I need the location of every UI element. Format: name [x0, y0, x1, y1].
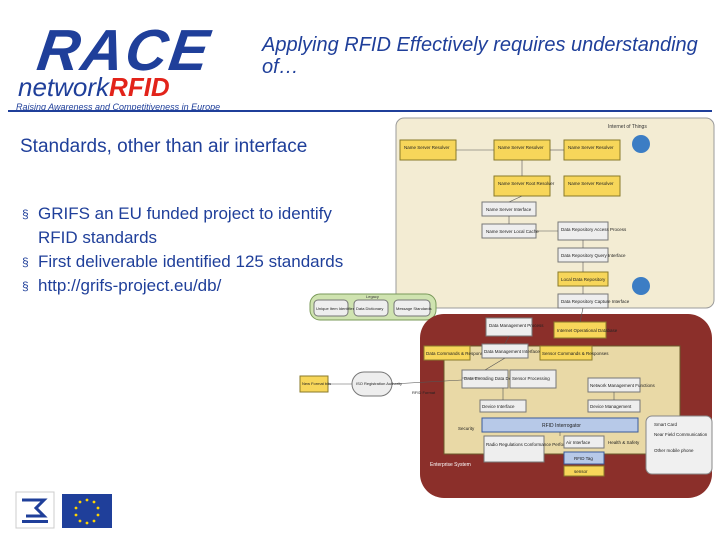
device-management-box: Device Management	[587, 399, 641, 413]
grifs-link[interactable]: http://grifs-project.eu/db/	[38, 276, 222, 295]
svg-text:Data Repository Capture Interf: Data Repository Capture Interface	[561, 299, 630, 304]
svg-text:Name Server Resolver: Name Server Resolver	[498, 145, 544, 150]
svg-text:RFID Interrogator: RFID Interrogator	[542, 423, 581, 429]
new-format-bits-box: New Format bits	[299, 375, 331, 393]
svg-text:sensor: sensor	[574, 469, 588, 474]
rfid-format-label: RFID Format	[412, 390, 436, 395]
diagram-connectors	[328, 149, 615, 436]
name-server-resolver-box: Name Server Resolver	[493, 139, 551, 161]
race-network-rfid-logo: RACE networkRFID Raising Awareness and C…	[8, 8, 248, 112]
security-label: Security	[458, 426, 475, 431]
svg-text:New Format bits: New Format bits	[302, 381, 331, 386]
name-server-interface-box: Name Server Interface	[481, 201, 537, 217]
legacy-label: Legacy	[366, 294, 379, 299]
globe-icon	[632, 277, 650, 295]
other-mobile-label: Other mobile phone	[654, 448, 694, 453]
svg-text:Data Encoding Data Decoding: Data Encoding Data Decoding	[464, 376, 525, 381]
svg-text:Name Server Resolver: Name Server Resolver	[568, 145, 614, 150]
svg-text:Data Repository Access Process: Data Repository Access Process	[561, 227, 627, 232]
svg-text:Data Commands & Responses: Data Commands & Responses	[426, 351, 489, 356]
unique-item-identifiers-box: Unique Item Identifiers	[313, 299, 356, 317]
rfid-tag-box: RFID Tag	[563, 451, 605, 465]
svg-text:Radio Regulations Conformance: Radio Regulations Conformance Performanc…	[486, 442, 579, 447]
sensor-processing-box: Sensor Processing	[509, 369, 557, 389]
svg-text:Sensor Processing: Sensor Processing	[512, 376, 550, 381]
air-interface-box: Air Interface	[563, 435, 605, 449]
svg-text:Name Server Resolver: Name Server Resolver	[404, 145, 450, 150]
logo-rfid-word: RFID	[109, 72, 170, 102]
health-safety-label: Health & Safety	[608, 440, 640, 445]
name-server-resolver-box: Name Server Resolver	[563, 139, 621, 161]
bullet-list: § GRIFS an EU funded project to identify …	[20, 202, 370, 298]
internet-of-things-label: Internet of Things	[608, 124, 647, 130]
svg-text:Name Server Local Cache: Name Server Local Cache	[486, 229, 539, 234]
svg-text:Device Management: Device Management	[590, 404, 632, 409]
data-commands-box: Data Commands & Responses	[423, 345, 489, 361]
bullet-item[interactable]: § http://grifs-project.eu/db/	[20, 274, 370, 298]
bullet-item: § First deliverable identified 125 standa…	[20, 250, 370, 274]
svg-text:Data Management Interface: Data Management Interface	[484, 349, 540, 354]
bullet-text: First deliverable identified 125 standar…	[38, 252, 344, 271]
svg-text:Data Repository Query Interfac: Data Repository Query Interface	[561, 253, 626, 258]
message-standards-box: Message Standards	[393, 299, 432, 317]
svg-text:Sensor Commands & Responses: Sensor Commands & Responses	[542, 351, 609, 356]
svg-text:Name Server Root Resolver: Name Server Root Resolver	[498, 181, 555, 186]
svg-text:Network Management Functions: Network Management Functions	[590, 383, 656, 388]
svg-text:Name Server Interface: Name Server Interface	[486, 207, 532, 212]
svg-text:Name Server Resolver: Name Server Resolver	[568, 181, 614, 186]
svg-text:Data Management Process: Data Management Process	[489, 323, 544, 328]
svg-text:Local Data Repository: Local Data Repository	[561, 277, 606, 282]
slide-title: Applying RFID Effectively requires under…	[262, 34, 698, 78]
bullet-marker: §	[22, 255, 29, 269]
device-interface-box: Device Interface	[479, 399, 527, 413]
name-server-local-cache-box: Name Server Local Cache	[481, 223, 539, 239]
svg-text:Unique Item Identifiers: Unique Item Identifiers	[316, 306, 356, 311]
name-server-root-resolver-box: Name Server Root Resolver	[493, 175, 555, 197]
header-divider	[8, 110, 712, 112]
bullet-text: GRIFS an EU funded project to identify R…	[38, 204, 332, 247]
svg-text:Data Dictionary: Data Dictionary	[356, 306, 383, 311]
bullet-item: § GRIFS an EU funded project to identify …	[20, 202, 370, 250]
logo-network-text: networkRFID	[18, 74, 170, 100]
bullet-marker: §	[22, 207, 29, 221]
logo-tagline: Raising Awareness and Competitiveness in…	[16, 102, 221, 112]
data-encoding-box: Data Encoding Data Decoding	[461, 369, 525, 389]
sensor-commands-box: Sensor Commands & Responses	[539, 345, 609, 361]
svg-text:Internet Operational Database: Internet Operational Database	[557, 328, 618, 333]
rfid-standards-diagram: Internet of Things Name Server Resolver …	[299, 117, 715, 498]
name-server-resolver-box: Name Server Resolver	[399, 139, 457, 161]
smart-card-label: Smart Card	[654, 422, 678, 427]
svg-text:RFID Tag: RFID Tag	[574, 456, 593, 461]
sensor-box: sensor	[563, 465, 605, 477]
section-subheading: Standards, other than air interface	[20, 136, 308, 157]
radio-regulations-box: Radio Regulations Conformance Performanc…	[483, 435, 579, 463]
enterprise-system-label: Enterprise System	[430, 462, 471, 468]
local-data-repository-box: Local Data Repository	[557, 271, 609, 287]
svg-text:ISO Registration Authority: ISO Registration Authority	[356, 381, 402, 386]
svg-text:Air Interface: Air Interface	[566, 440, 591, 445]
device-panel	[443, 345, 681, 455]
bullet-marker: §	[22, 279, 29, 293]
rfid-interrogator-box: RFID Interrogator	[481, 417, 639, 433]
fp7-logo-icon	[15, 491, 55, 529]
svg-text:Message Standards: Message Standards	[396, 306, 432, 311]
logo-network-word: network	[18, 72, 110, 102]
eu-flag-icon	[62, 494, 112, 528]
name-server-resolver-box: Name Server Resolver	[563, 175, 621, 197]
mobile-panel	[645, 415, 713, 475]
globe-icon	[632, 135, 650, 153]
funding-logos	[15, 491, 112, 529]
svg-text:Device Interface: Device Interface	[482, 404, 515, 409]
near-field-label: Near Field Communication	[654, 432, 708, 437]
data-dictionary-box: Data Dictionary	[353, 299, 389, 317]
